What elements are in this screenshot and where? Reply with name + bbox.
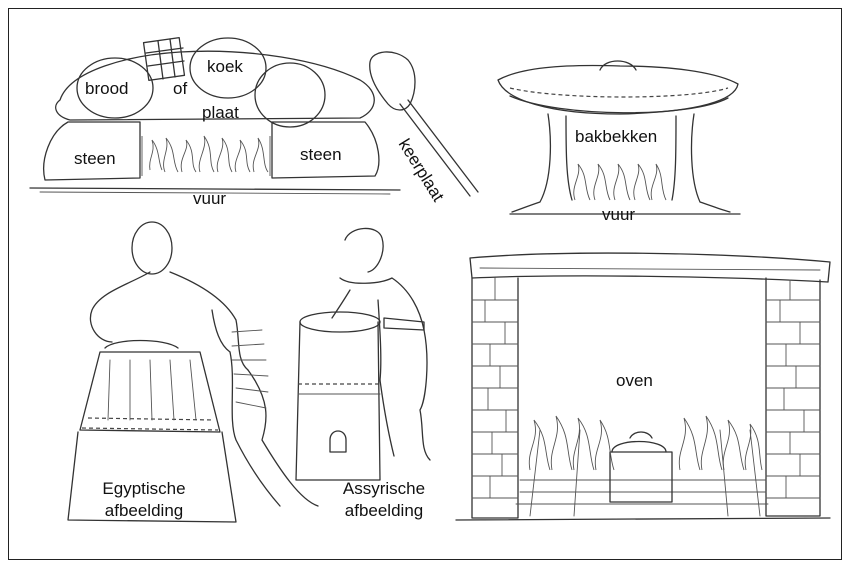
label-egyptische-line2: afbeelding — [86, 502, 202, 519]
label-koek: koek — [207, 58, 243, 75]
label-egyptische-line1: Egyptische — [86, 480, 202, 497]
right-circle — [255, 63, 325, 127]
label-vuur-left: vuur — [193, 190, 226, 207]
label-bakbekken: bakbekken — [575, 128, 657, 145]
fire-flames-left — [142, 136, 270, 176]
oven-flames — [529, 416, 762, 470]
label-oven: oven — [616, 372, 653, 389]
fire-flames-right — [574, 164, 666, 200]
assyrian-figure-drawing — [296, 228, 430, 480]
label-vuur-right: vuur — [602, 206, 635, 223]
label-brood: brood — [85, 80, 128, 97]
label-plaat: plaat — [202, 104, 239, 121]
waffle-grid — [144, 38, 185, 81]
label-steen-left: steen — [74, 150, 116, 167]
label-of: of — [173, 80, 187, 97]
label-steen-right: steen — [300, 146, 342, 163]
egyptian-figure-drawing — [68, 222, 318, 522]
label-assyrische-line2: afbeelding — [326, 502, 442, 519]
label-assyrische-line1: Assyrische — [326, 480, 442, 497]
